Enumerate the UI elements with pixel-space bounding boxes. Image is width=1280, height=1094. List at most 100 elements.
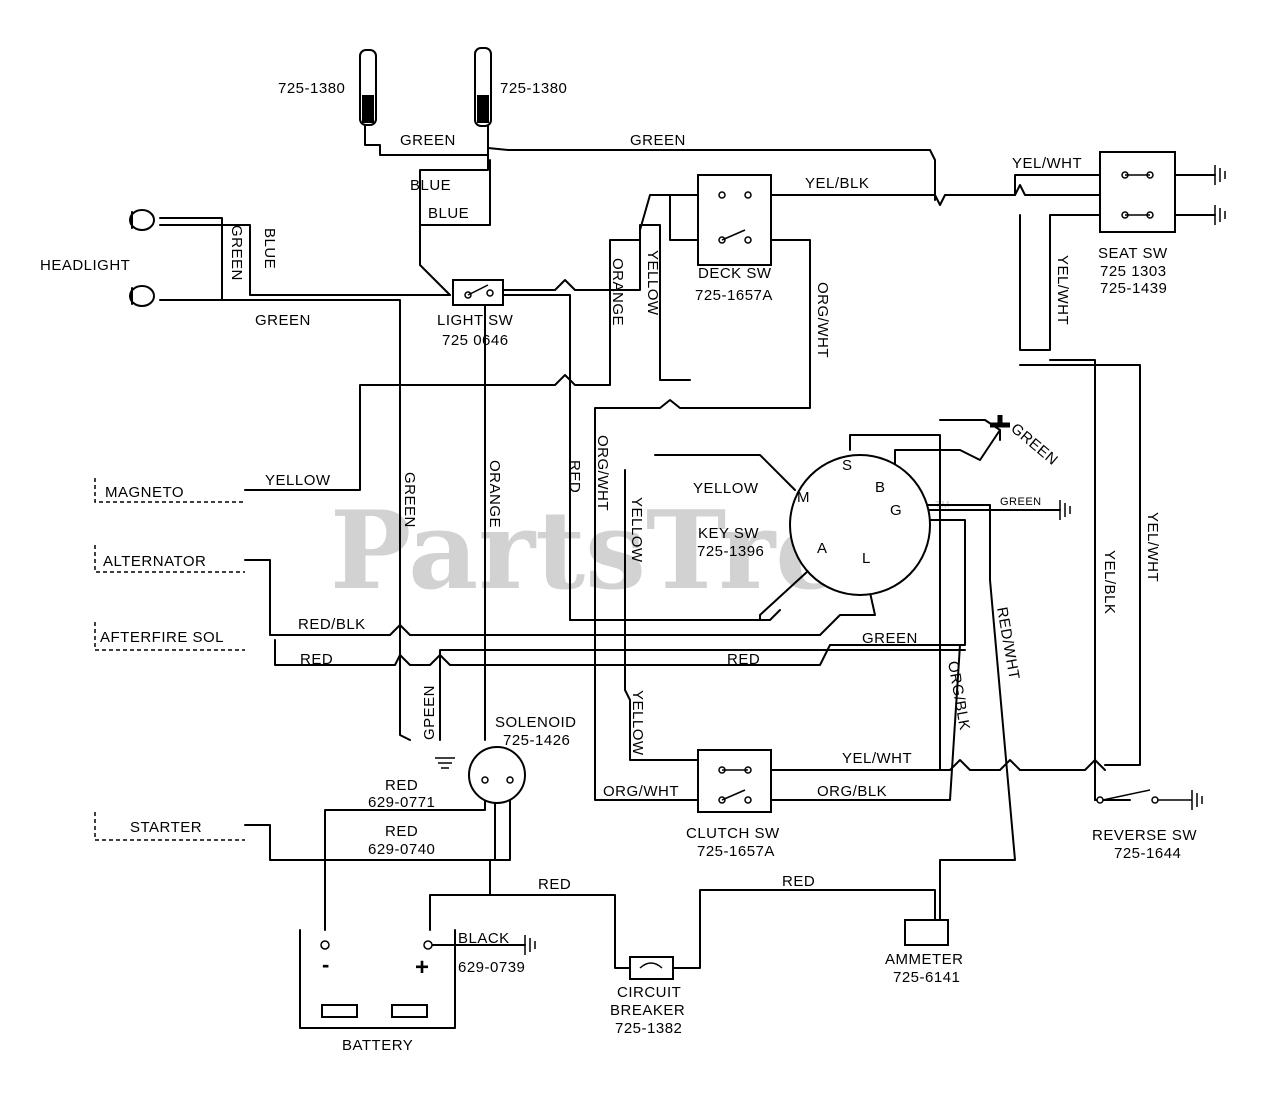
wire-headlight-top xyxy=(159,217,223,301)
label-red-1-part: 629-0771 xyxy=(368,794,435,811)
label-orgwht-top: ORG/WHT xyxy=(814,282,831,358)
label-reverse-sw: REVERSE SW xyxy=(1092,827,1197,844)
label-green-mid: GREEN xyxy=(401,472,418,528)
ground-icon xyxy=(1214,165,1226,225)
label-key-terminal-m: M xyxy=(797,489,810,506)
alternator-box xyxy=(94,545,245,573)
label-solenoid-part: 725-1426 xyxy=(503,732,570,749)
label-magneto: MAGNETO xyxy=(105,484,184,501)
label-red-cb-left: RED xyxy=(538,876,571,893)
label-green-hl: GREEN xyxy=(255,312,311,329)
label-solenoid: SOLENOID xyxy=(495,714,577,731)
label-green-top: GREEN xyxy=(630,132,686,149)
reverse-switch xyxy=(1096,789,1203,810)
label-red-2: RED xyxy=(385,823,418,840)
label-red-cb-right: RED xyxy=(782,873,815,890)
label-orgwht-mid: ORG/WHT xyxy=(594,435,611,511)
wire-solenoid-red2 xyxy=(244,789,496,861)
magneto-box xyxy=(94,478,245,503)
ammeter xyxy=(904,919,949,946)
wire-cb-red-right xyxy=(669,889,936,969)
label-orgwht-low: ORG/WHT xyxy=(603,783,679,800)
wire-battery-pos xyxy=(429,894,491,931)
label-afterfire-sol: AFTERFIRE SOL xyxy=(100,629,224,646)
deck-switch xyxy=(697,174,772,266)
wire-key-redwht xyxy=(899,504,1016,921)
label-orange-top: ORANGE xyxy=(609,258,626,326)
label-headlight: HEADLIGHT xyxy=(40,257,130,274)
label-gpeen: GPEEN xyxy=(421,685,438,740)
headlight-bulb-top xyxy=(129,209,155,231)
label-blue-vert: BLUE xyxy=(261,228,278,269)
label-lamp-left-part: 725-1380 xyxy=(278,80,345,97)
label-black-part: 629-0739 xyxy=(458,959,525,976)
clutch-switch xyxy=(697,749,772,813)
label-green-vert-hl: GREEN xyxy=(228,225,245,281)
label-key-terminal-s: S xyxy=(842,457,853,474)
label-green-ground: GREEN xyxy=(1007,420,1061,469)
wires xyxy=(159,124,1216,969)
label-green-top-left: GREEN xyxy=(400,132,456,149)
light-switch xyxy=(452,279,504,306)
label-yelwht-top: YEL/WHT xyxy=(1012,155,1082,172)
wire-green-low xyxy=(439,649,966,741)
wire-orgblk xyxy=(749,644,961,801)
label-blue-1: BLUE xyxy=(410,177,451,194)
wire-blue-to-lightsw xyxy=(419,224,451,296)
wire-seat-yelwht-right xyxy=(1019,364,1141,766)
label-orgblk-low: ORG/BLK xyxy=(817,783,887,800)
label-yelwht-right: YEL/WHT xyxy=(1144,512,1161,582)
label-key-terminal-b: B xyxy=(875,479,886,496)
label-ammeter: AMMETER xyxy=(885,951,964,968)
wire-headlight-blue xyxy=(159,224,451,296)
wire-magneto-yellow xyxy=(244,224,691,491)
wire-key-yellow xyxy=(654,454,796,491)
label-key-terminal-g: G xyxy=(890,502,902,519)
ground-terminal-icon xyxy=(990,415,1071,520)
label-light-sw: LIGHT SW xyxy=(437,312,514,329)
wire-key-b xyxy=(894,429,1001,481)
label-green-small: GREEN xyxy=(1000,496,1042,508)
label-alternator: ALTERNATOR xyxy=(103,553,206,570)
wire-lamp-right-down xyxy=(419,124,491,226)
label-key-terminal-l: L xyxy=(862,550,871,567)
wire-seat-down xyxy=(1019,214,1101,351)
label-red-mid: RED xyxy=(566,460,583,493)
wire-afterfire-redblk xyxy=(244,559,821,636)
label-seat-sw-part2: 725-1439 xyxy=(1100,280,1167,297)
label-seat-sw-part1: 725 1303 xyxy=(1100,263,1167,280)
wire-key-a xyxy=(759,559,821,621)
label-battery: BATTERY xyxy=(342,1037,413,1054)
label-red-1: RED xyxy=(385,777,418,794)
label-orgblk-vert: ORG/BLK xyxy=(944,660,973,732)
label-seat-sw: SEAT SW xyxy=(1098,245,1168,262)
label-deck-sw: DECK SW xyxy=(698,265,772,282)
circuit-breaker xyxy=(629,956,674,980)
starter-box xyxy=(94,812,245,841)
label-key-terminal-a: A xyxy=(817,540,828,557)
battery xyxy=(299,929,456,1029)
label-blue-2: BLUE xyxy=(428,205,469,222)
wire-key-s xyxy=(849,434,941,771)
label-yellow-mid: YELLOW xyxy=(628,497,645,563)
label-deck-sw-part: 725-1657A xyxy=(695,287,773,304)
wire-seat-yelblk xyxy=(1049,359,1096,801)
label-green-low: GREEN xyxy=(862,630,918,647)
key-switch xyxy=(789,454,931,596)
label-red-2-part: 629-0740 xyxy=(368,841,435,858)
wire-yelwht-low xyxy=(749,759,1106,771)
label-breaker: BREAKER xyxy=(610,1002,685,1019)
label-yellow-magneto: YELLOW xyxy=(265,472,331,489)
ground-icon-battery xyxy=(524,935,536,955)
label-yellow-key: YELLOW xyxy=(693,480,759,497)
label-yelblk-right: YEL/BLK xyxy=(1101,550,1118,614)
label-orange-mid: ORANGE xyxy=(486,460,503,528)
label-clutch-sw: CLUTCH SW xyxy=(686,825,780,842)
ground-icon-solenoid xyxy=(435,757,455,769)
label-circuit: CIRCUIT xyxy=(617,984,681,1001)
label-key-sw: KEY SW xyxy=(698,525,759,542)
label-reverse-sw-part: 725-1644 xyxy=(1114,845,1181,862)
label-redblk: RED/BLK xyxy=(298,616,366,633)
label-red-low-left: RED xyxy=(300,651,333,668)
